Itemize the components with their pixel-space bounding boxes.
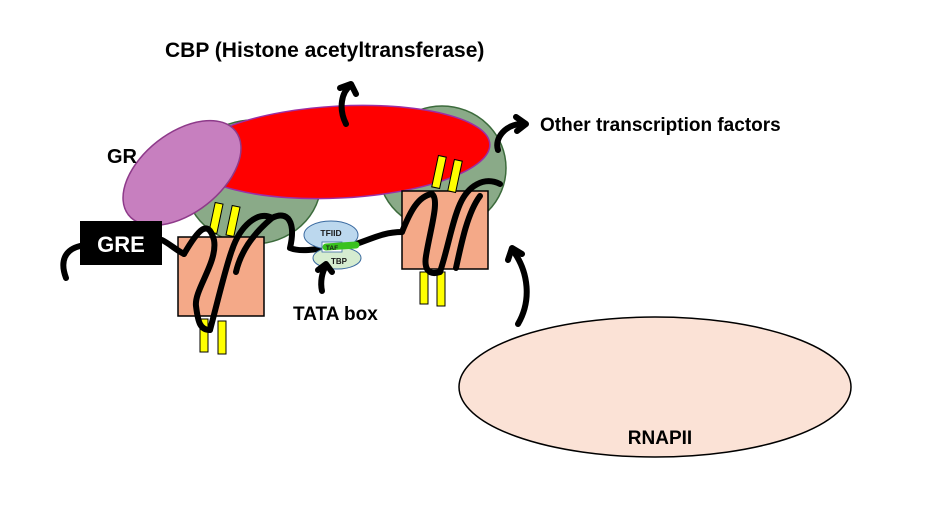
tata-bar xyxy=(322,241,360,251)
gre-box xyxy=(80,221,162,265)
cbp-arrow xyxy=(337,81,359,127)
other-tf-arrow xyxy=(494,114,529,153)
rnapii-polymerase xyxy=(458,316,852,458)
tfiid-label: TFIID xyxy=(320,228,341,238)
other-tf-label: Other transcription factors xyxy=(540,115,781,136)
histone-tails-left-bottom xyxy=(199,318,227,355)
gre-label: GRE xyxy=(97,232,145,257)
rnapii-label: RNAPII xyxy=(628,428,692,449)
gr-label: GR xyxy=(107,146,138,168)
gr-receptor xyxy=(122,119,242,227)
histone-tails-right-top xyxy=(431,154,463,194)
tata-arrow xyxy=(315,261,335,294)
tbp-label: TBP xyxy=(331,257,348,266)
tata-box-label: TATA box xyxy=(293,304,378,325)
taf-label: TAF xyxy=(326,245,338,252)
rnapii-arrow xyxy=(505,245,530,327)
cbp-label: CBP (Histone acetyltransferase) xyxy=(165,39,484,62)
dna-strand xyxy=(60,178,503,333)
histone-tails-right-bottom xyxy=(419,271,446,307)
